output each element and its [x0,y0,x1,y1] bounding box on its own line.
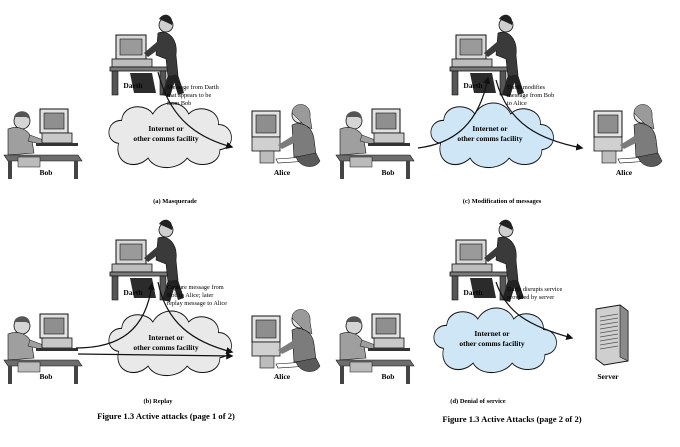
bob-label: Bob [382,372,395,381]
intercept-arrow [417,76,491,149]
darth-label: Darth [463,288,483,297]
figure-caption-right: Figure 1.3 Active Attacks (page 2 of 2) [442,414,581,424]
annotation-line3: to Alice [507,100,527,107]
capture-arrow [75,282,155,349]
annotation-line1: Darth disrupts service [507,286,562,293]
panel-caption: (b) Replay [143,398,173,405]
panel-replay: Internet or other comms facility Darth B… [3,219,321,405]
darth-label: Darth [123,288,143,297]
disruption-arrow [495,281,574,340]
darth-label: Darth [123,81,143,90]
annotation-line2: provided by server [507,294,555,301]
annotation-line2: that appears to be [167,92,211,99]
alice-figure [593,103,663,168]
panel-caption: (c) Modification of messages [463,198,542,205]
annotation-line3: from Bob [167,100,191,107]
server-figure [595,304,629,366]
cloud-label-line2: other comms facility [133,134,199,143]
cloud-label-line1: Internet or [472,124,508,133]
modified-arrow [495,79,584,151]
annotation-line2: Bob to Alice; later [167,292,214,299]
panel-masquerade: Internet or other comms facility Darth B… [3,14,321,205]
darth-label: Darth [463,81,483,90]
alice-label: Alice [274,372,291,381]
alice-figure [251,103,321,168]
figure-caption-left: Figure 1.3 Active attacks (page 1 of 2) [97,411,235,421]
panel-caption: (d) Denial of service [450,398,506,405]
cloud-label-line2: other comms facility [133,343,199,352]
annotation-line1: Capture message from [167,284,224,291]
attack-arrow [157,71,234,150]
server-label: Server [597,372,619,381]
cloud-label-line1: Internet or [474,329,510,338]
panel-denial-of-service: Internet or other comms facility Darth B… [335,219,629,405]
bob-figure [335,108,415,180]
cloud-label-line2: other comms facility [457,134,523,143]
alice-label: Alice [274,168,291,177]
bob-label: Bob [40,372,53,381]
annotation-line3: replay message to Alice [167,300,227,307]
alice-label: Alice [616,168,633,177]
alice-figure [251,308,321,373]
cloud-label-line2: other comms facility [459,339,525,348]
bob-figure [335,313,415,385]
panel-modification: Internet or other comms facility Darth B… [335,14,663,205]
panel-caption: (a) Masquerade [153,198,197,205]
annotation-line2: message from Bob [507,92,554,99]
annotation-line1: Darth modifies [507,84,545,91]
bob-label: Bob [382,168,395,177]
replay-arrow [157,281,234,355]
cloud-label-line1: Internet or [148,333,184,342]
original-message-arrow [77,352,234,360]
bob-label: Bob [40,168,53,177]
cloud-label-line1: Internet or [148,124,184,133]
annotation-line1: Message from Darth [167,84,220,91]
